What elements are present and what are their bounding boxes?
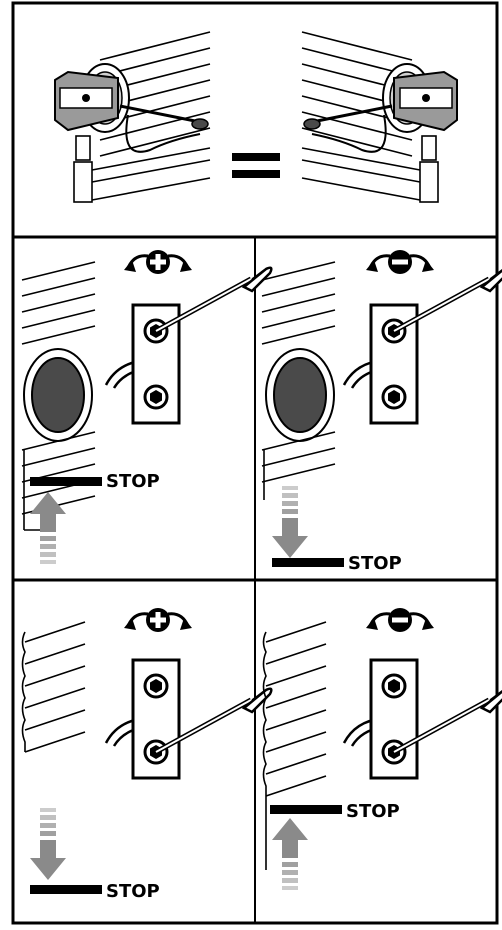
plus-rotation-icon [124, 250, 192, 274]
arrow-up-icon [30, 492, 66, 564]
panel-down-limit-minus: STOP [262, 250, 502, 574]
stop-line [272, 558, 344, 567]
panel-up-limit-minus: STOP [264, 608, 502, 890]
panel-up-limit-plus: STOP [22, 250, 271, 564]
roller-tube-icon [266, 349, 334, 441]
screwdriver-icon [394, 268, 502, 331]
minus-rotation-icon [366, 250, 434, 274]
stop-line [30, 477, 102, 486]
stop-line [270, 805, 342, 814]
left-motor-illustration [55, 32, 210, 202]
adjustment-plate-icon [371, 660, 417, 778]
stop-label: STOP [348, 553, 402, 574]
right-motor-illustration [302, 32, 457, 202]
panel-down-limit-plus: STOP [23, 608, 272, 902]
adjustment-plate-icon [133, 660, 179, 778]
top-panel [55, 32, 457, 202]
minus-rotation-icon [366, 608, 434, 632]
stop-label: STOP [106, 881, 160, 902]
roller-tube-icon [24, 349, 92, 441]
equals-sign-top-bar [232, 153, 280, 161]
stop-label: STOP [106, 471, 160, 492]
arrow-down-icon [30, 808, 66, 880]
plus-rotation-icon [124, 608, 192, 632]
stop-line [30, 885, 102, 894]
stop-label: STOP [346, 801, 400, 822]
arrow-down-icon [272, 486, 308, 558]
arrow-up-icon [272, 818, 308, 890]
equals-sign-bottom-bar [232, 170, 280, 178]
